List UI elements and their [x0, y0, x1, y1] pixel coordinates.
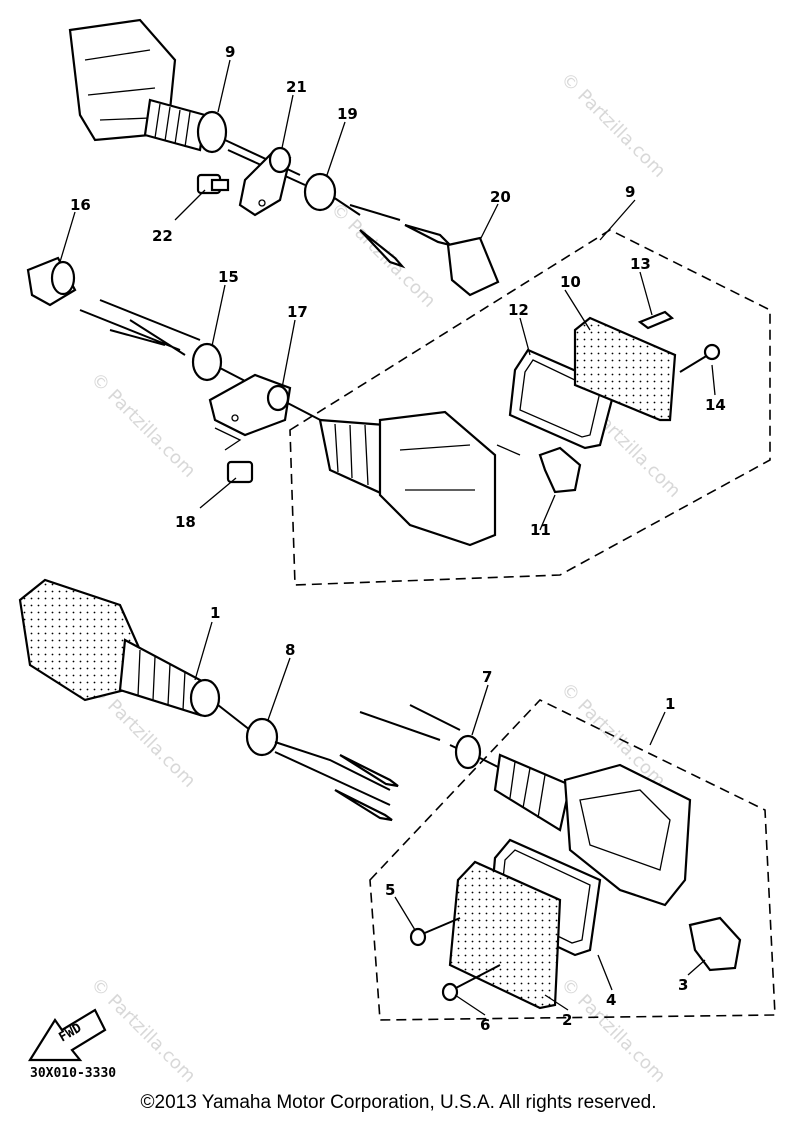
callout-18: 18 — [175, 513, 196, 531]
watermark-layer: © Partzilla.com © Partzilla.com © Partzi… — [86, 69, 684, 1087]
callout-3: 3 — [678, 976, 688, 994]
callout-22: 22 — [152, 227, 173, 245]
callout-19: 19 — [337, 105, 358, 123]
callout-15: 15 — [218, 268, 239, 286]
callout-17: 17 — [287, 303, 308, 321]
copyright-notice: ©2013 Yamaha Motor Corporation, U.S.A. A… — [140, 1092, 657, 1113]
callout-4: 4 — [606, 991, 616, 1009]
callout-13: 13 — [630, 255, 651, 273]
callout-1b: 1 — [665, 695, 675, 713]
drawing-code: 30X010-3330 — [30, 1066, 116, 1081]
watermark: © Partzilla.com — [556, 69, 669, 182]
callout-16: 16 — [70, 196, 91, 214]
callout-9b: 9 — [625, 183, 635, 201]
fwd-arrow: FWD — [28, 1008, 107, 1062]
callout-7: 7 — [482, 668, 492, 686]
watermark: © Partzilla.com — [86, 369, 199, 482]
callout-14: 14 — [705, 396, 726, 414]
callout-layer: 9 21 19 22 20 9 16 15 17 18 10 12 13 14 … — [59, 43, 726, 1034]
callout-10: 10 — [560, 273, 581, 291]
callout-6: 6 — [480, 1016, 490, 1034]
callout-21: 21 — [286, 78, 307, 96]
lower-left-signal-assembly — [18, 578, 399, 822]
callout-11: 11 — [530, 521, 551, 539]
callout-2: 2 — [562, 1011, 572, 1029]
callout-5: 5 — [385, 881, 395, 899]
callout-8: 8 — [285, 641, 295, 659]
callout-1: 1 — [210, 604, 220, 622]
callout-9: 9 — [225, 43, 235, 61]
callout-20: 20 — [490, 188, 511, 206]
top-signal-assembly — [26, 18, 500, 307]
callout-12: 12 — [508, 301, 529, 319]
middle-signal-assembly — [79, 229, 771, 586]
lower-right-signal-assembly — [359, 699, 776, 1021]
